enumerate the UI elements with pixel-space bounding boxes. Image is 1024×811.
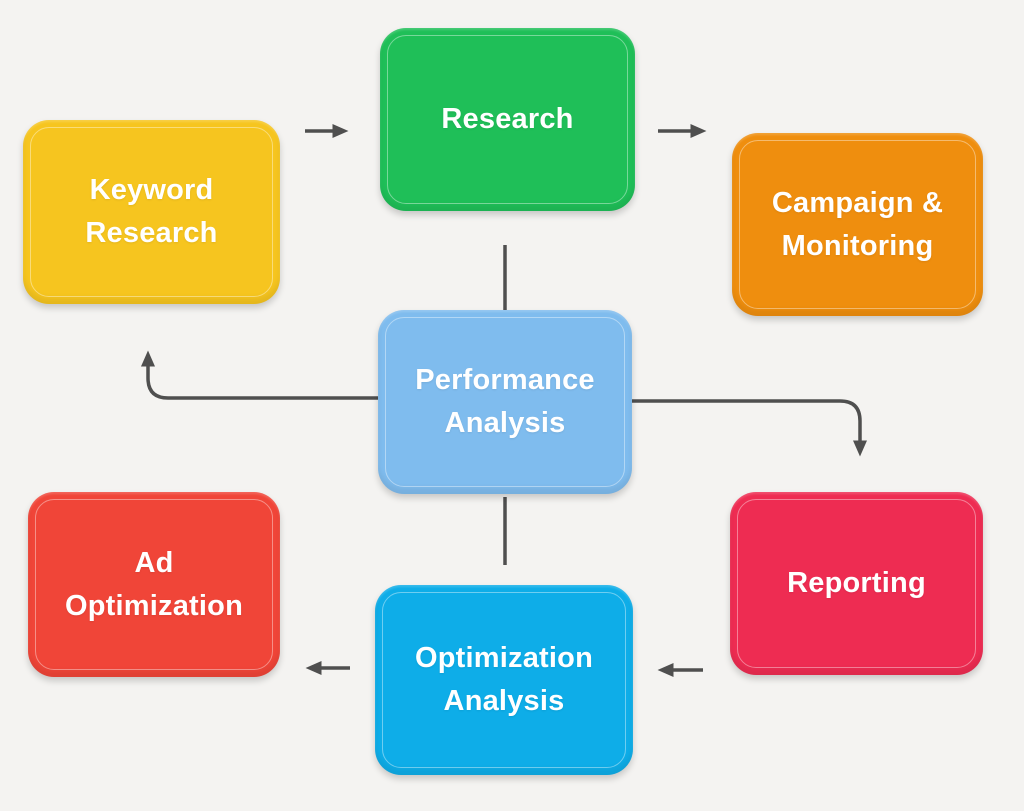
node-keyword-research-label: Keyword Research bbox=[85, 174, 218, 249]
node-optimization-analysis: Optimization Analysis bbox=[375, 585, 633, 775]
node-ad-optimization-label: Ad Optimization bbox=[64, 546, 243, 622]
node-reporting: Reporting bbox=[730, 492, 983, 675]
node-campaign-monitoring-label: Campaign & Monitoring bbox=[771, 186, 944, 262]
node-research-label: Research bbox=[441, 103, 574, 136]
connector-arrow-performance-to-keyword bbox=[140, 350, 378, 400]
node-optimization-analysis-label: Optimization Analysis bbox=[414, 642, 593, 717]
node-performance-analysis-label: Performance Analysis bbox=[415, 364, 595, 439]
node-ad-optimization: Ad Optimization bbox=[28, 492, 280, 677]
node-keyword-research: Keyword Research bbox=[23, 120, 280, 304]
node-reporting-label: Reporting bbox=[787, 567, 926, 600]
node-campaign-monitoring: Campaign & Monitoring bbox=[732, 133, 983, 316]
node-performance-analysis: Performance Analysis bbox=[378, 310, 632, 494]
connector-arrow-performance-to-reporting bbox=[632, 399, 868, 457]
node-research: Research bbox=[380, 28, 635, 211]
